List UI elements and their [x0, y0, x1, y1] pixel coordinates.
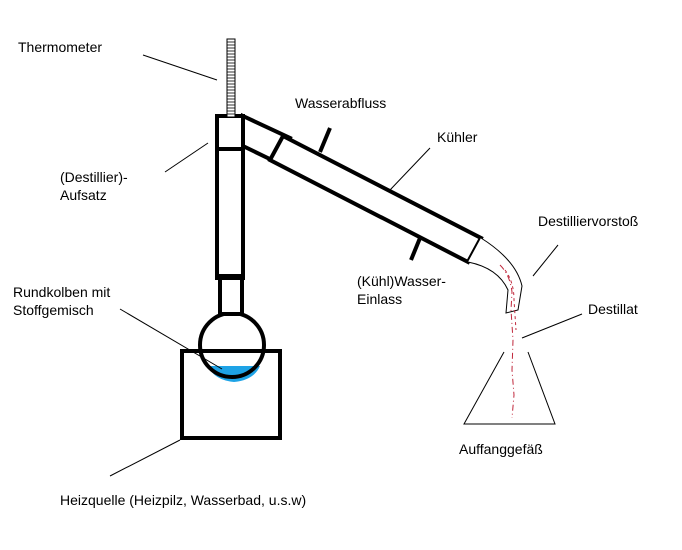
label-heizquelle: Heizquelle (Heizpilz, Wasserbad, u.s.w): [60, 492, 306, 508]
distillate-stream-2: [504, 269, 517, 331]
leader-kuehler: [389, 147, 431, 191]
condenser: [267, 133, 484, 265]
thermometer-scale: [227, 41, 235, 115]
distillation-head: [215, 114, 245, 280]
label-rundkolben-1: Rundkolben mit: [13, 284, 110, 300]
leader-vorstoss: [532, 244, 559, 277]
distillate-stream: [499, 264, 515, 419]
label-thermometer: Thermometer: [18, 39, 102, 55]
label-aufsatz-2: Aufsatz: [60, 187, 107, 203]
heat-source: [180, 349, 282, 440]
label-auffanggefaess: Auffanggefäß: [459, 441, 543, 457]
label-destilliervorstoss: Destilliervorstoß: [538, 213, 638, 229]
leader-rundkolben: [119, 308, 223, 370]
water-outlet: [318, 127, 332, 153]
label-einlass-1: (Kühl)Wasser-: [357, 273, 446, 289]
leader-destillat: [521, 313, 583, 339]
label-rundkolben-2: Stoffgemisch: [13, 302, 94, 318]
label-kuehler: Kühler: [437, 129, 478, 145]
label-einlass-2: Einlass: [357, 291, 402, 307]
water-inlet: [409, 237, 422, 261]
leader-thermometer: [142, 54, 218, 81]
label-aufsatz-1: (Destillier)-: [60, 169, 128, 185]
receiving-flask: [463, 351, 556, 425]
leader-aufsatz: [164, 142, 209, 173]
leader-heizquelle: [109, 439, 181, 477]
label-destillat: Destillat: [588, 301, 638, 317]
flask-liquid: [208, 366, 260, 382]
flask-neck: [218, 276, 244, 316]
distillation-adapter: [467, 237, 523, 314]
label-wasserabfluss: Wasserabfluss: [295, 95, 386, 111]
